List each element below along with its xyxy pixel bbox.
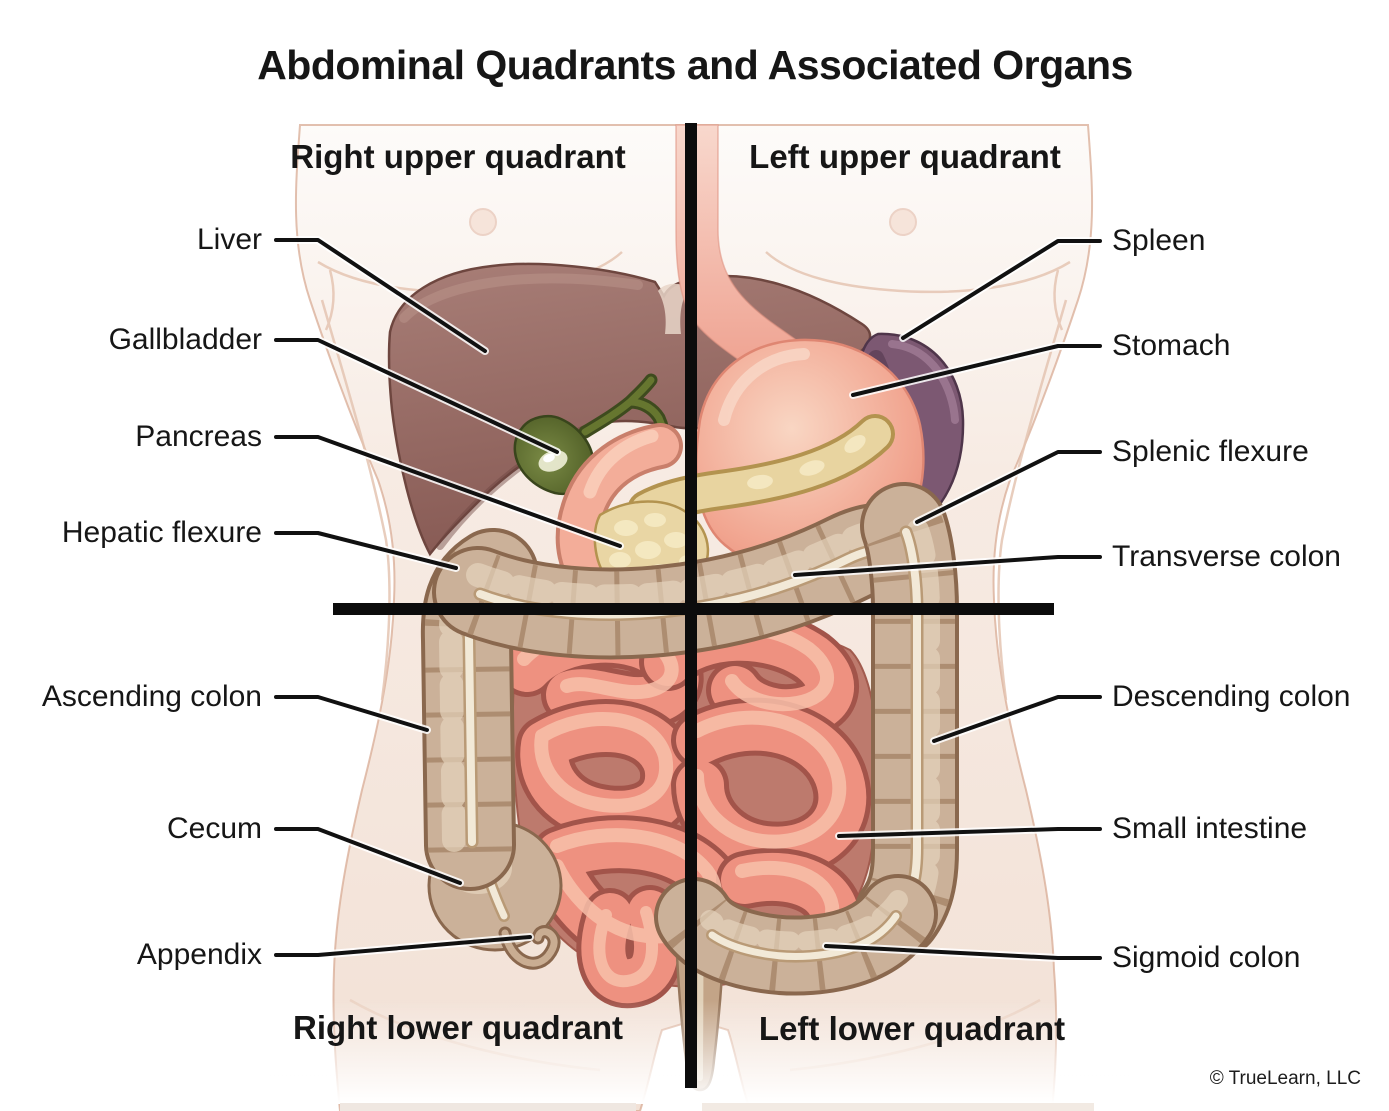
quadrant-label-right-lower: Right lower quadrant	[293, 1009, 623, 1046]
leader-liver	[274, 238, 487, 353]
label-ascending-colon: Ascending colon	[41, 680, 262, 713]
leg-strip-right	[702, 1103, 1094, 1111]
label-splenic-flexure: Splenic flexure	[1112, 435, 1309, 468]
credit-text: © TrueLearn, LLC	[1209, 1068, 1361, 1089]
label-spleen: Spleen	[1112, 224, 1206, 257]
pectoral-line-right	[765, 251, 1071, 294]
leader-hepatic-flexure	[274, 531, 458, 570]
leader-gallbladder	[274, 338, 559, 454]
quadrant-label-right-upper: Right upper quadrant	[290, 138, 626, 175]
leader-splenic-flexure	[915, 450, 1102, 524]
quadrant-label-left-lower: Left lower quadrant	[758, 1010, 1066, 1047]
label-liver: Liver	[196, 223, 262, 256]
label-stomach: Stomach	[1112, 329, 1231, 362]
nipple-right	[889, 208, 917, 236]
label-hepatic-flexure: Hepatic flexure	[61, 516, 262, 549]
label-small-intestine: Small intestine	[1112, 812, 1308, 845]
leader-lines	[272, 236, 1104, 962]
leader-transverse-colon	[793, 555, 1102, 577]
leader-sigmoid-colon	[824, 944, 1102, 960]
leader-stomach	[851, 344, 1102, 397]
leader-ascending-colon	[274, 695, 429, 732]
leader-pancreas	[274, 435, 622, 548]
leader-spleen	[901, 239, 1102, 340]
horizontal-divider	[333, 603, 1054, 615]
quadrant-label-left-upper: Left upper quadrant	[749, 138, 1061, 175]
label-descending-colon: Descending colon	[1112, 680, 1351, 713]
leader-cecum	[274, 827, 462, 885]
label-transverse-colon: Transverse colon	[1112, 540, 1341, 573]
torso-bottom-fade	[270, 1000, 1130, 1104]
label-pancreas: Pancreas	[135, 420, 262, 453]
leg-strip-left	[340, 1103, 636, 1111]
page-title: Abdominal Quadrants and Associated Organ…	[257, 42, 1133, 88]
leader-descending-colon	[932, 695, 1102, 743]
falciform-ligament	[658, 283, 689, 334]
label-sigmoid-colon: Sigmoid colon	[1112, 941, 1301, 974]
label-appendix: Appendix	[136, 938, 262, 971]
appendix-shape	[498, 925, 561, 970]
quadrant-cross	[333, 123, 1054, 1088]
descending-colon-shape	[854, 482, 959, 958]
leader-small-intestine	[837, 827, 1102, 838]
sigmoid-colon-shape	[654, 874, 938, 996]
label-gallbladder: Gallbladder	[108, 323, 262, 356]
leader-appendix	[274, 935, 532, 957]
label-cecum: Cecum	[166, 812, 262, 845]
nipple-left	[469, 208, 497, 236]
